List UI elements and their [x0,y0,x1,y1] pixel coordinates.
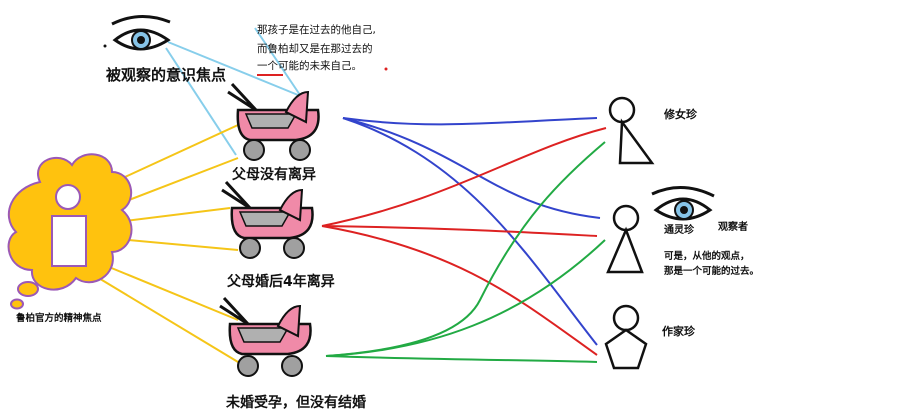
green-path-line [325,141,606,357]
person-label-1: 修女珍 [663,107,698,121]
person-label-2: 通灵珍 [664,223,695,236]
observer-label: 观察者 [718,220,748,233]
eye-link-line [165,47,237,156]
red-path-line [321,225,598,356]
observed-eye-icon [103,15,171,51]
green-path-line [325,355,598,363]
person-label-3: 作家珍 [662,324,696,338]
stroller-icon [221,180,314,259]
nun-jane-figure-icon [608,96,655,165]
medium-jane-figure-icon [606,204,644,274]
writer-jane-figure-icon [604,304,648,370]
thought-label: 鲁柏官方的精神焦点 [16,312,102,324]
stroller-label-3: 未婚受孕，但没有结婚 [226,394,366,411]
note-link-line [254,27,301,96]
note-line-2: 而鲁柏却又是在那过去的 [257,42,373,55]
eye-link-line [167,41,299,96]
stroller-label-2: 父母婚后4年离异 [226,273,335,290]
observed-focus-label: 被观察的意识焦点 [106,66,226,84]
note-line-3: 一个可能的未来自己。 [257,59,362,72]
stroller-icon [219,296,312,377]
stroller-icon [227,82,320,161]
red-path-line [321,225,598,237]
observer-note-line-1: 可是，从他的观点， [664,250,750,262]
stroller-label-1: 父母没有离异 [231,166,316,183]
focus-link-line [81,267,239,363]
red-dot [384,67,388,71]
person-figure-icon [51,184,87,267]
red-path-line [321,127,607,227]
note-line-1: 那孩子是在过去的他自己, [257,23,376,36]
green-path-line [325,239,606,357]
blue-path-line [342,117,598,346]
blue-path-line [342,117,601,219]
blue-path-line [342,117,598,126]
observer-note-line-2: 那是一个可能的过去。 [664,265,759,277]
focus-link-line [91,259,239,321]
observer-eye-icon [651,185,715,221]
